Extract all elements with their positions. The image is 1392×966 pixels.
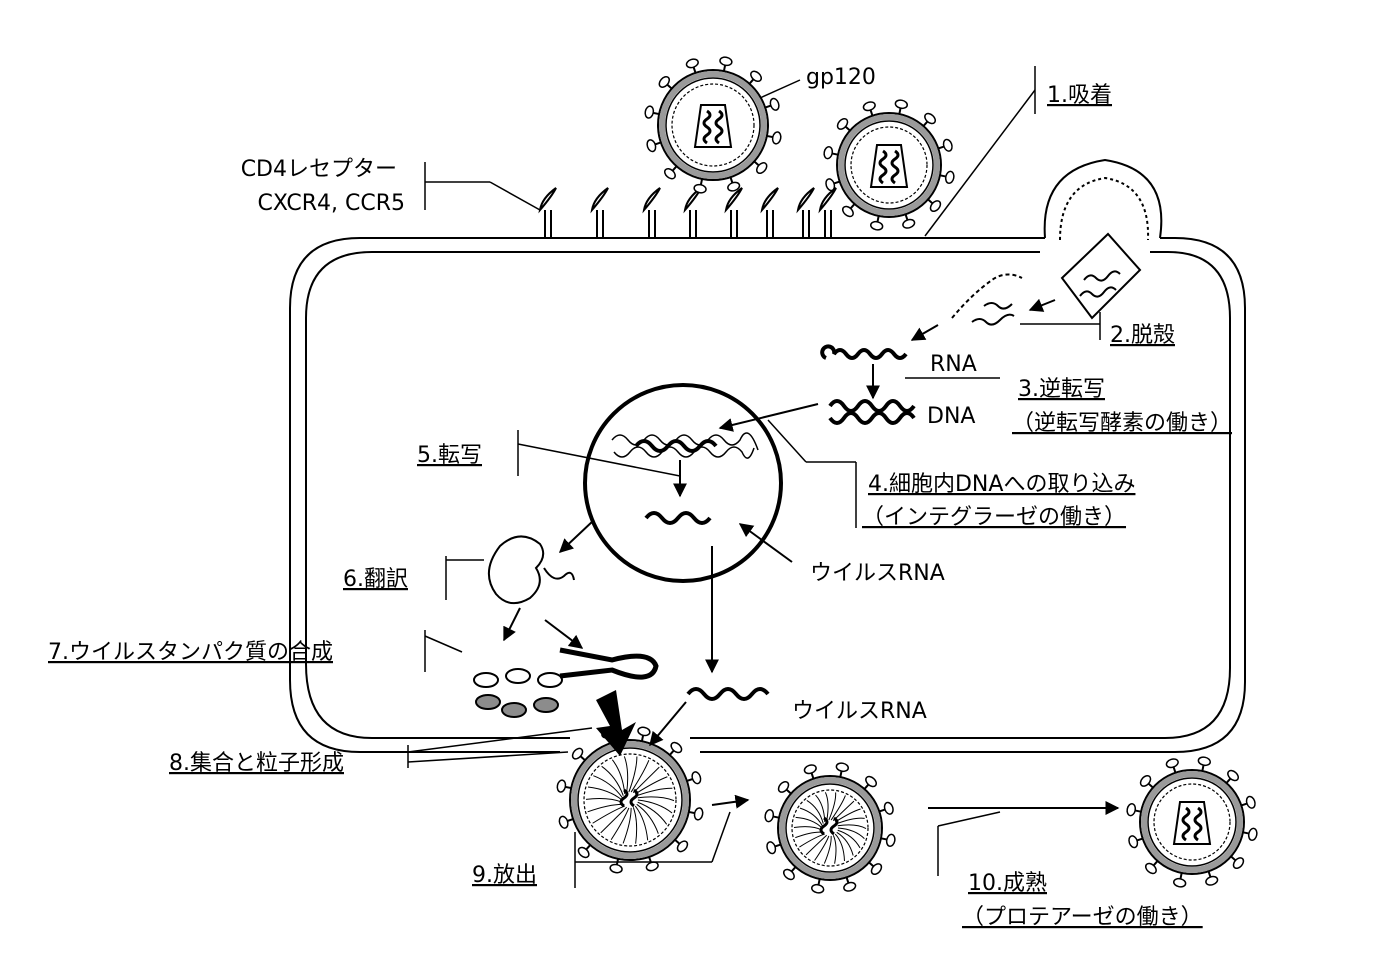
step-6-label: 6.翻訳 <box>343 567 408 592</box>
ribosome <box>488 535 575 605</box>
immature-virion <box>764 762 896 894</box>
step-8-label: 8.集合と粒子形成 <box>169 751 344 776</box>
viral-rna-nucleus-label: ウイルスRNA <box>810 561 945 586</box>
step-5-label: 5.転写 <box>417 443 482 468</box>
uncoated-capsid <box>951 273 1023 326</box>
hiv-virion-attaching <box>823 99 955 231</box>
fusion-site <box>1043 158 1163 241</box>
step-10-detail: （プロテアーゼの働き） <box>962 905 1203 930</box>
polyprotein-loop <box>559 647 659 680</box>
gp120-label: gp120 <box>806 65 876 90</box>
viral-rna-strand <box>820 344 908 360</box>
integrated-provirus <box>634 439 718 453</box>
viral-proteins <box>473 668 563 718</box>
process-arrows <box>503 298 1120 815</box>
step-4-label: 4.細胞内DNAへの取り込み <box>868 472 1135 497</box>
leader-lines <box>407 66 1101 888</box>
step-3-detail: （逆転写酵素の働き） <box>1012 411 1232 436</box>
receptor-label-line2: CXCR4, CCR5 <box>258 191 405 216</box>
step-7-label: 7.ウイルスタンパク質の合成 <box>48 640 333 665</box>
viral-rna-cytoplasm-label: ウイルスRNA <box>792 699 927 724</box>
viral-capsid-uncoating <box>1060 232 1142 320</box>
cd4-receptors <box>538 187 837 238</box>
viral-rna-cytoplasm <box>686 687 770 701</box>
nucleus <box>583 383 783 583</box>
rna-label: RNA <box>930 352 977 377</box>
viral-dna-strand <box>828 399 916 425</box>
budding-virion <box>556 726 704 874</box>
step-9-label: 9.放出 <box>472 863 537 888</box>
hiv-virion-free <box>644 56 782 194</box>
assembly-arrow <box>596 690 636 756</box>
step-2-label: 2.脱殻 <box>1110 323 1175 348</box>
dna-label: DNA <box>927 404 975 429</box>
cell-membrane <box>289 237 1246 753</box>
step-1-label: 1.吸着 <box>1047 83 1112 108</box>
step-3-label: 3.逆転写 <box>1018 377 1105 402</box>
viral-rna-in-nucleus <box>644 511 712 525</box>
step-10-label: 10.成熟 <box>968 871 1047 896</box>
mature-virion <box>1126 756 1258 888</box>
receptor-label-line1: CD4レセプター <box>241 157 397 182</box>
step-4-detail: （インテグラーゼの働き） <box>862 505 1126 530</box>
